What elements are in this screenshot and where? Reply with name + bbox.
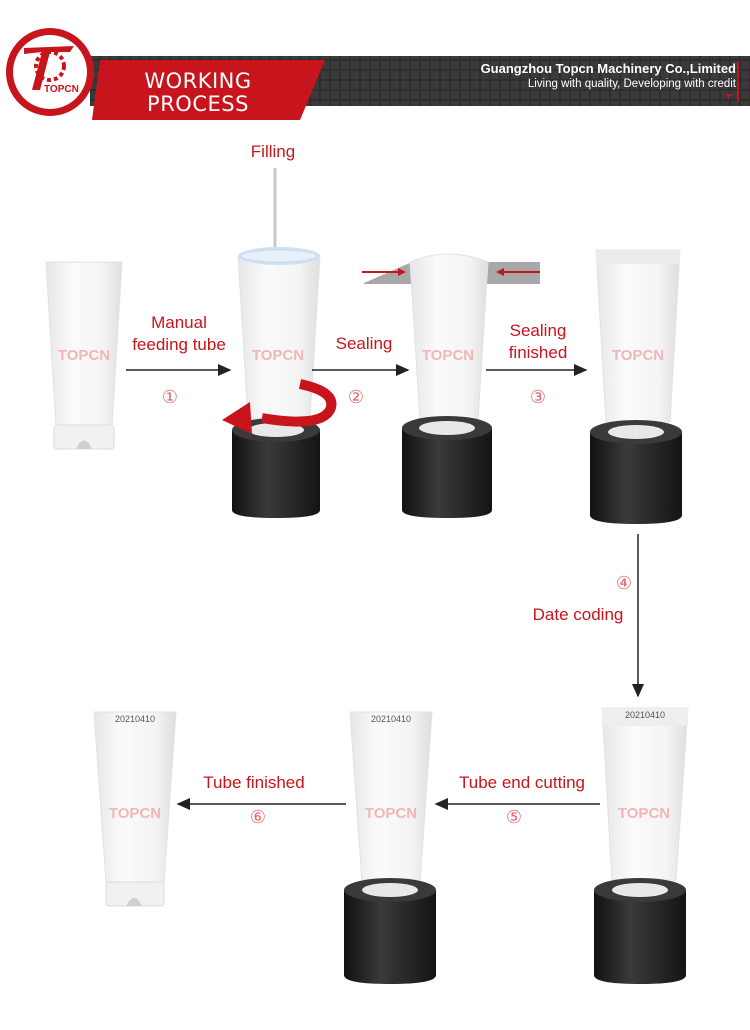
step-2-number: ②: [347, 387, 365, 407]
title-line-1: WORKING: [144, 69, 252, 93]
company-name: Guangzhou Topcn Machinery Co.,Limited: [480, 61, 736, 76]
tube-step-5: [594, 707, 689, 984]
step-4-label: Date coding: [532, 605, 624, 624]
step-5-number: ⑤: [505, 807, 523, 827]
tube-step-4: [590, 249, 682, 524]
step-3-number: ③: [529, 387, 547, 407]
step-4-number: ④: [615, 573, 633, 593]
flow-arrows: [126, 364, 644, 810]
watermark-4: TOPCN: [611, 347, 665, 364]
step-5-label: Tube end cutting: [458, 773, 585, 792]
tube-finished: [93, 711, 177, 907]
step-3-label: Sealing finished: [498, 320, 578, 364]
step-6-number: ⑥: [249, 807, 267, 827]
rotation-arrow: [261, 379, 337, 427]
step-1-label-line-1: Manual: [151, 313, 207, 332]
step-3-label-line-1: Sealing: [509, 321, 567, 340]
page-title: WORKING PROCESS: [138, 70, 258, 116]
watermark-5: TOPCN: [617, 805, 671, 822]
date-code-1: 20210410: [624, 710, 666, 720]
date-code-2: 20210410: [370, 714, 412, 724]
title-line-2: PROCESS: [147, 92, 249, 116]
watermark-3: TOPCN: [421, 347, 475, 364]
step-1-label: Manual feeding tube: [124, 312, 234, 356]
tube-step-2: [222, 168, 337, 518]
topcn-logo: [6, 28, 94, 116]
step-1-number: ①: [161, 387, 179, 407]
watermark-2: TOPCN: [251, 347, 305, 364]
step-3-label-line-2: finished: [508, 343, 568, 362]
step-1-label-line-2: feeding tube: [132, 335, 226, 354]
watermark-7: TOPCN: [108, 805, 162, 822]
logo-text: TOPCN: [44, 84, 79, 95]
step-2-label: Sealing: [335, 334, 393, 353]
watermark-1: TOPCN: [57, 347, 111, 364]
company-slogan: Living with quality, Developing with cre…: [527, 78, 736, 90]
header-banner: [90, 56, 750, 120]
tube-step-1: [45, 261, 123, 450]
step-6-label: Tube finished: [203, 773, 305, 792]
watermark-6: TOPCN: [364, 805, 418, 822]
date-code-3: 20210410: [114, 714, 156, 724]
filling-label: Filling: [250, 142, 296, 161]
tube-step-6: [344, 711, 436, 984]
tube-step-3: [362, 253, 540, 518]
title-ribbon: [92, 60, 325, 120]
